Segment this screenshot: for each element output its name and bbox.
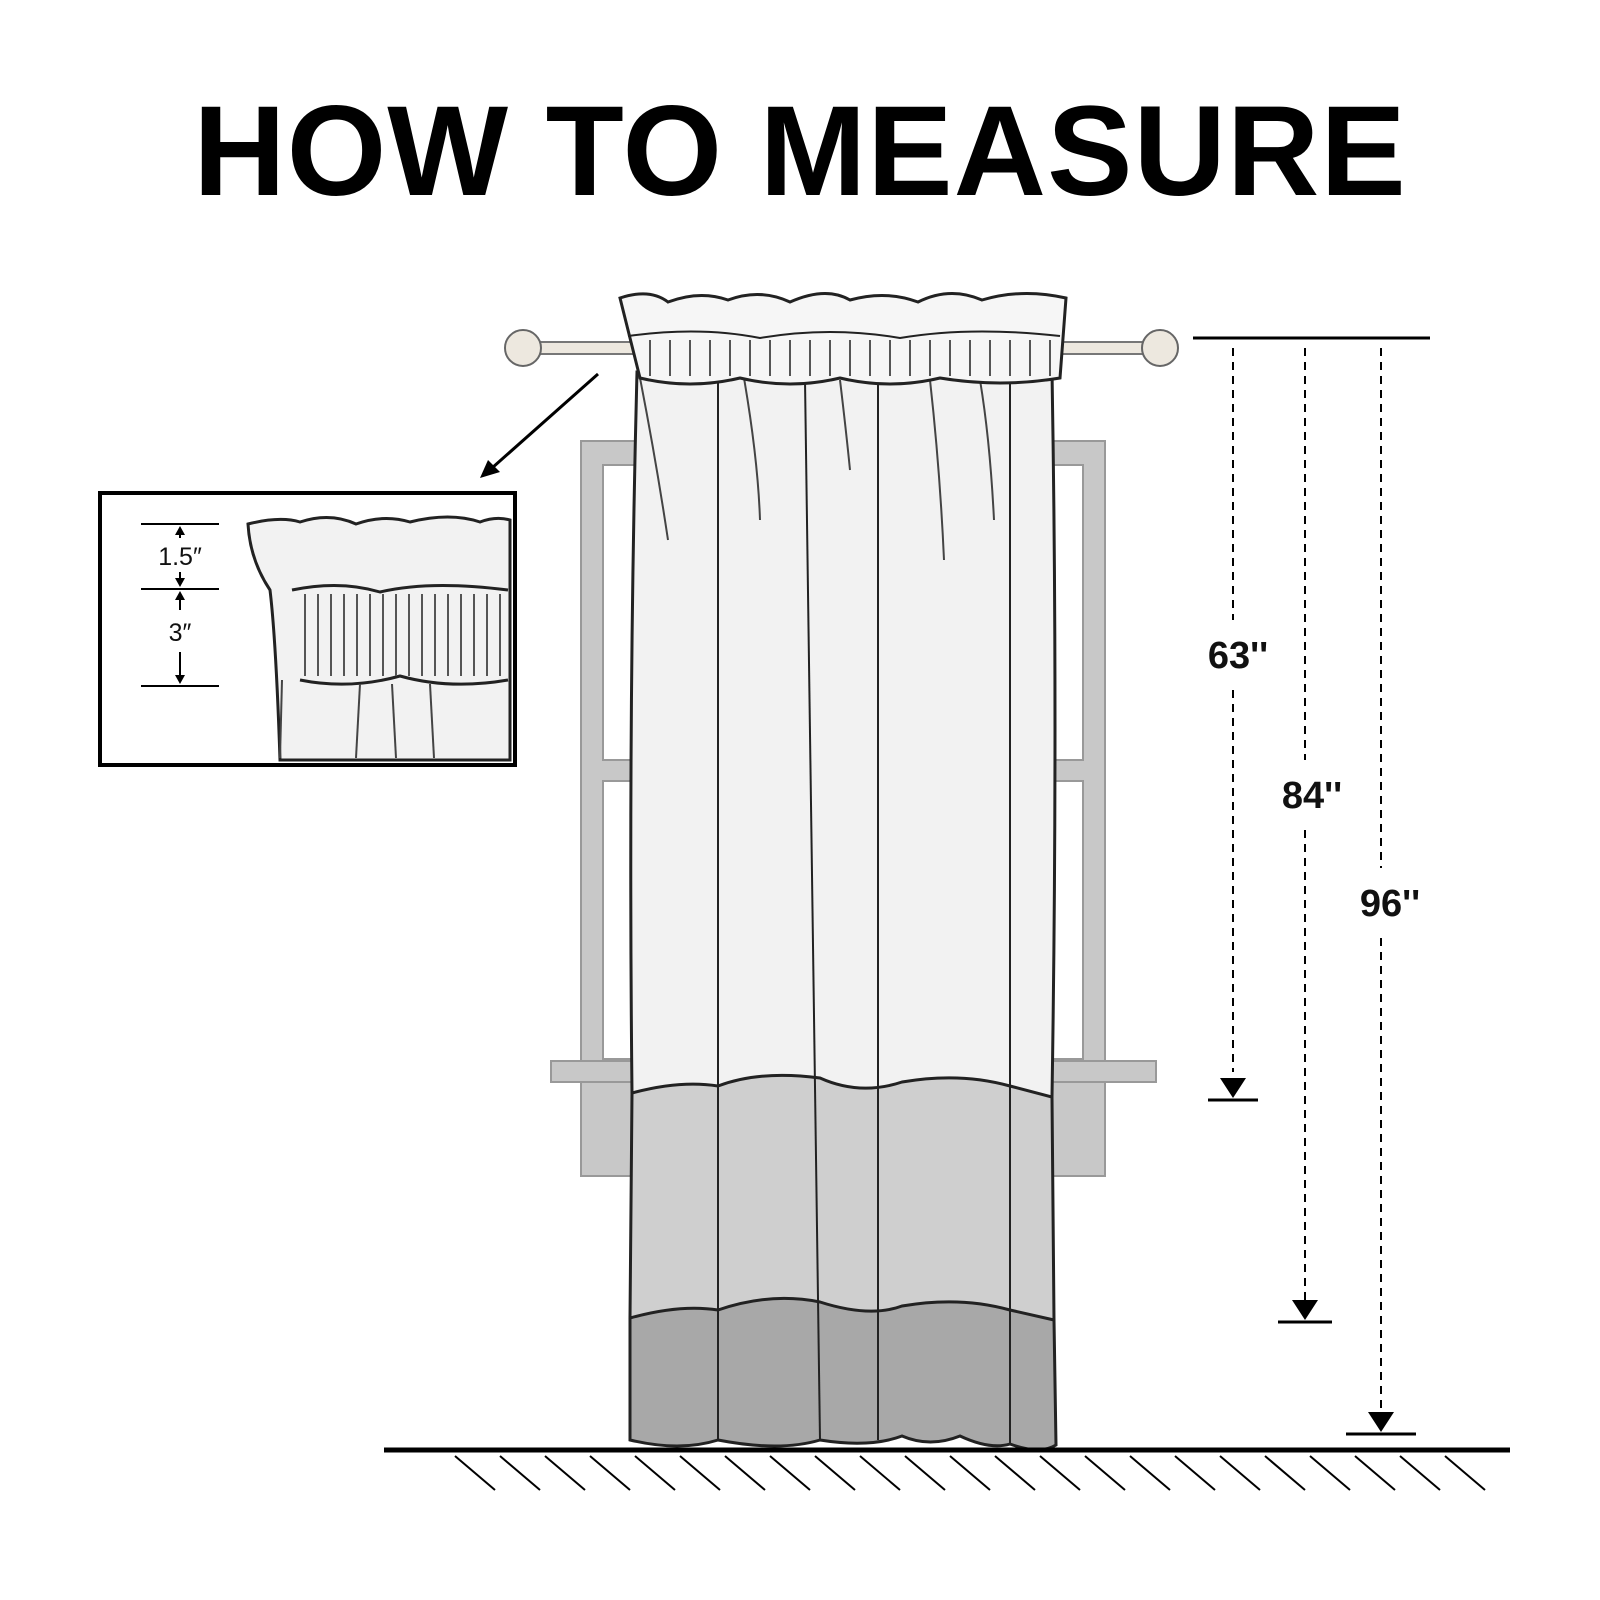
- header-height-label: 1.5″: [158, 543, 202, 571]
- floor: [384, 1447, 1510, 1491]
- page-title: HOW TO MEASURE: [193, 80, 1407, 223]
- curtain-header: [618, 291, 1068, 386]
- detail-pointer-arrow: [480, 372, 599, 478]
- rod-pocket-label: 3″: [169, 619, 192, 647]
- length-63-label: 63'': [1208, 635, 1268, 677]
- length-96-label: 96'': [1360, 883, 1420, 925]
- header-detail-inset: 1.5″ 3″: [98, 491, 517, 767]
- curtain-panel: [628, 370, 1058, 1452]
- length-measurements: 63'' 84'' 96'': [1193, 336, 1430, 1436]
- length-84-label: 84'': [1282, 775, 1342, 817]
